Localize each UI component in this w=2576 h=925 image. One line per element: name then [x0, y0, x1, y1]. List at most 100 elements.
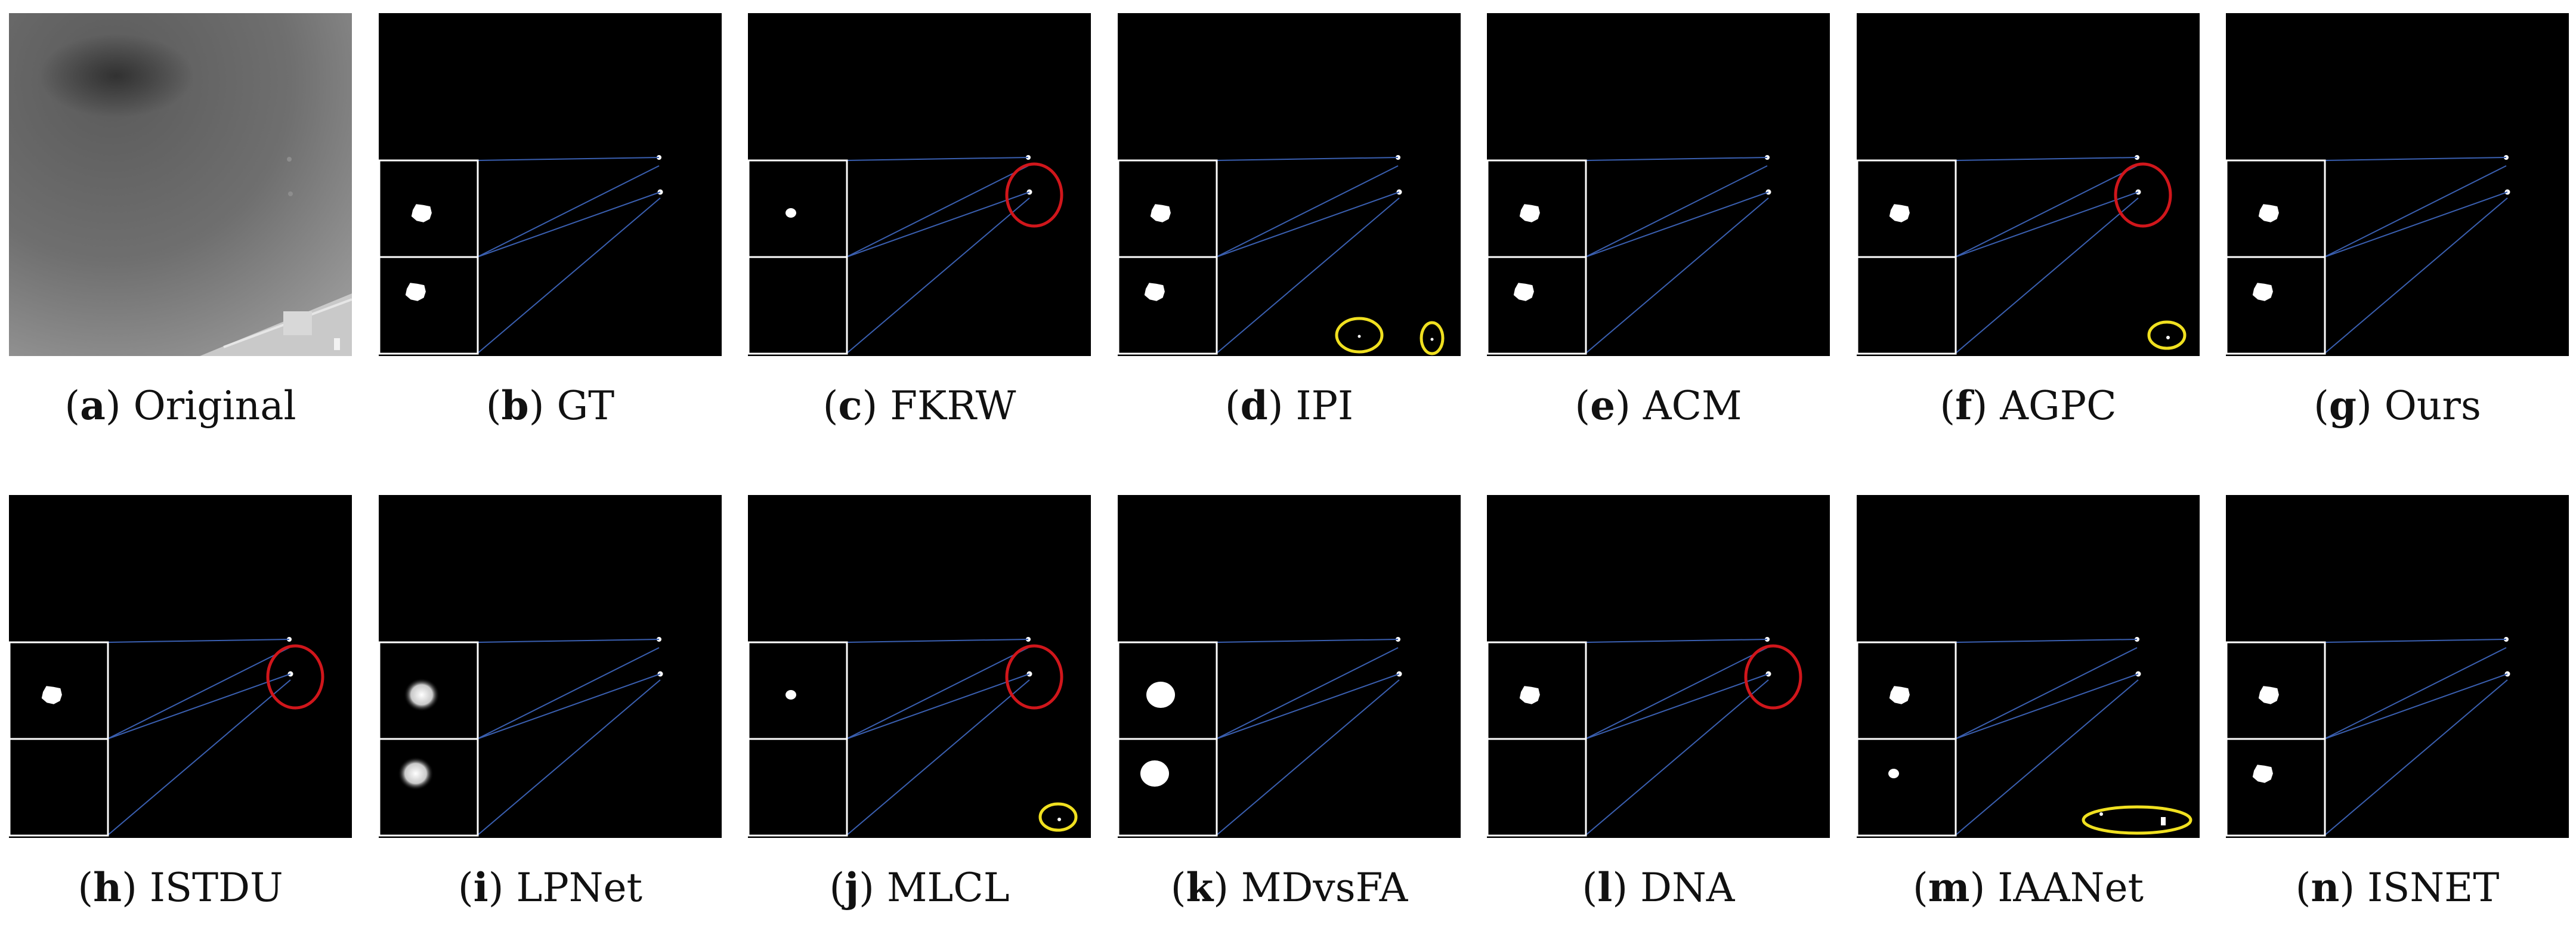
- panel-method-name: ACM: [1643, 383, 1742, 429]
- panel-letter: f: [1955, 382, 1972, 429]
- inset-top-target: [2258, 204, 2279, 222]
- panel-method-name: DNA: [1640, 865, 1735, 911]
- false-alarm-spot: [1057, 818, 1061, 821]
- zoom-connector: [1955, 673, 2139, 740]
- zoom-connector: [1585, 191, 1769, 258]
- zoom-connector: [477, 673, 661, 740]
- inset-top-target: [1519, 204, 1540, 222]
- zoom-connector: [1955, 639, 2138, 643]
- result-image: [1118, 13, 1461, 356]
- panel-caption: (i) LPNet: [457, 864, 643, 911]
- panel-caption: (l) DNA: [1582, 864, 1735, 911]
- panel-b: [379, 13, 722, 356]
- inset-top-target: [1146, 682, 1175, 708]
- panel-caption: (j) MLCL: [829, 864, 1010, 911]
- panel-method-name: AGPC: [2000, 383, 2117, 429]
- inset-bottom-target: [1140, 760, 1169, 787]
- panel-caption: (c) FKRW: [822, 382, 1016, 429]
- result-image: [9, 495, 352, 838]
- missed-target-circle: [1005, 162, 1063, 228]
- zoom-connector: [1216, 165, 1399, 258]
- result-image: [2226, 13, 2569, 356]
- false-alarm-circle: [2082, 805, 2192, 835]
- zoom-connector: [846, 679, 1030, 836]
- zoom-inset-bottom: [1857, 738, 1957, 837]
- inset-top-target: [1889, 686, 1910, 704]
- inset-top-target: [41, 686, 62, 704]
- panel-caption: (f) AGPC: [1940, 382, 2117, 429]
- result-image: [1857, 495, 2200, 838]
- zoom-connector: [846, 647, 1029, 740]
- false-alarm-circle: [2147, 320, 2187, 350]
- result-image: [2226, 495, 2569, 838]
- zoom-connector: [2324, 165, 2507, 258]
- result-image: [379, 13, 722, 356]
- zoom-inset-bottom: [1857, 256, 1957, 355]
- panel-i: [379, 495, 722, 838]
- zoom-connector: [477, 647, 660, 740]
- panel-method-name: MLCL: [886, 865, 1010, 911]
- result-image: [748, 495, 1091, 838]
- zoom-connector: [477, 165, 660, 258]
- false-alarm-spot: [2161, 817, 2166, 825]
- panel-l: [1487, 495, 1830, 838]
- zoom-inset-bottom: [748, 256, 848, 355]
- zoom-inset-bottom: [1118, 738, 1218, 837]
- zoom-connector: [1216, 639, 1399, 643]
- zoom-inset-bottom: [1118, 256, 1218, 355]
- zoom-connector: [2324, 679, 2508, 836]
- zoom-connector: [1585, 197, 1769, 354]
- false-alarm-circle: [1335, 317, 1384, 354]
- inset-top-target: [1889, 204, 1910, 222]
- zoom-connector: [2324, 157, 2507, 161]
- result-image: [379, 495, 722, 838]
- zoom-connector: [477, 157, 660, 161]
- panel-letter: a: [80, 382, 106, 429]
- zoom-connector: [846, 157, 1029, 161]
- zoom-connector: [846, 191, 1030, 258]
- panel-h: [9, 495, 352, 838]
- inset-bottom-target: [405, 283, 426, 301]
- panel-letter: k: [1186, 864, 1214, 911]
- zoom-connector: [1955, 647, 2138, 740]
- zoom-connector: [1216, 197, 1400, 354]
- inset-bottom-target: [1513, 283, 1534, 301]
- panel-j: [748, 495, 1091, 838]
- result-image: [1118, 495, 1461, 838]
- panel-letter: h: [93, 864, 122, 911]
- panel-caption: (k) MDvsFA: [1170, 864, 1408, 911]
- panel-caption: (a) Original: [64, 382, 296, 429]
- inset-top-target: [404, 678, 440, 711]
- zoom-connector: [1216, 647, 1399, 740]
- zoom-inset-top: [379, 641, 479, 740]
- zoom-inset-bottom: [379, 738, 479, 837]
- panel-letter: e: [1590, 382, 1616, 429]
- inset-top-target: [1519, 686, 1540, 704]
- panel-f: [1857, 13, 2200, 356]
- zoom-inset-bottom: [1487, 738, 1587, 837]
- zoom-connector: [846, 197, 1030, 354]
- inset-top-target: [2258, 686, 2279, 704]
- zoom-connector: [107, 679, 291, 836]
- zoom-connector: [1955, 165, 2138, 258]
- zoom-connector: [107, 673, 291, 740]
- target-spot: [288, 191, 293, 196]
- panel-letter: d: [1240, 382, 1268, 429]
- panel-method-name: ISNET: [2367, 865, 2500, 911]
- zoom-inset-top: [1487, 641, 1587, 740]
- panel-letter: i: [473, 864, 488, 911]
- zoom-connector: [846, 639, 1029, 643]
- panel-caption: (b) GT: [485, 382, 615, 429]
- result-image: [1857, 13, 2200, 356]
- zoom-connector: [1955, 679, 2139, 836]
- target-spot: [287, 157, 292, 162]
- missed-target-circle: [1005, 644, 1063, 710]
- false-alarm-circle: [1420, 321, 1445, 355]
- false-alarm-spot: [1430, 338, 1434, 341]
- zoom-connector: [2324, 639, 2507, 643]
- result-image: [1487, 495, 1830, 838]
- zoom-inset-bottom: [9, 738, 109, 837]
- zoom-connector: [477, 679, 661, 836]
- zoom-connector: [1585, 639, 1768, 643]
